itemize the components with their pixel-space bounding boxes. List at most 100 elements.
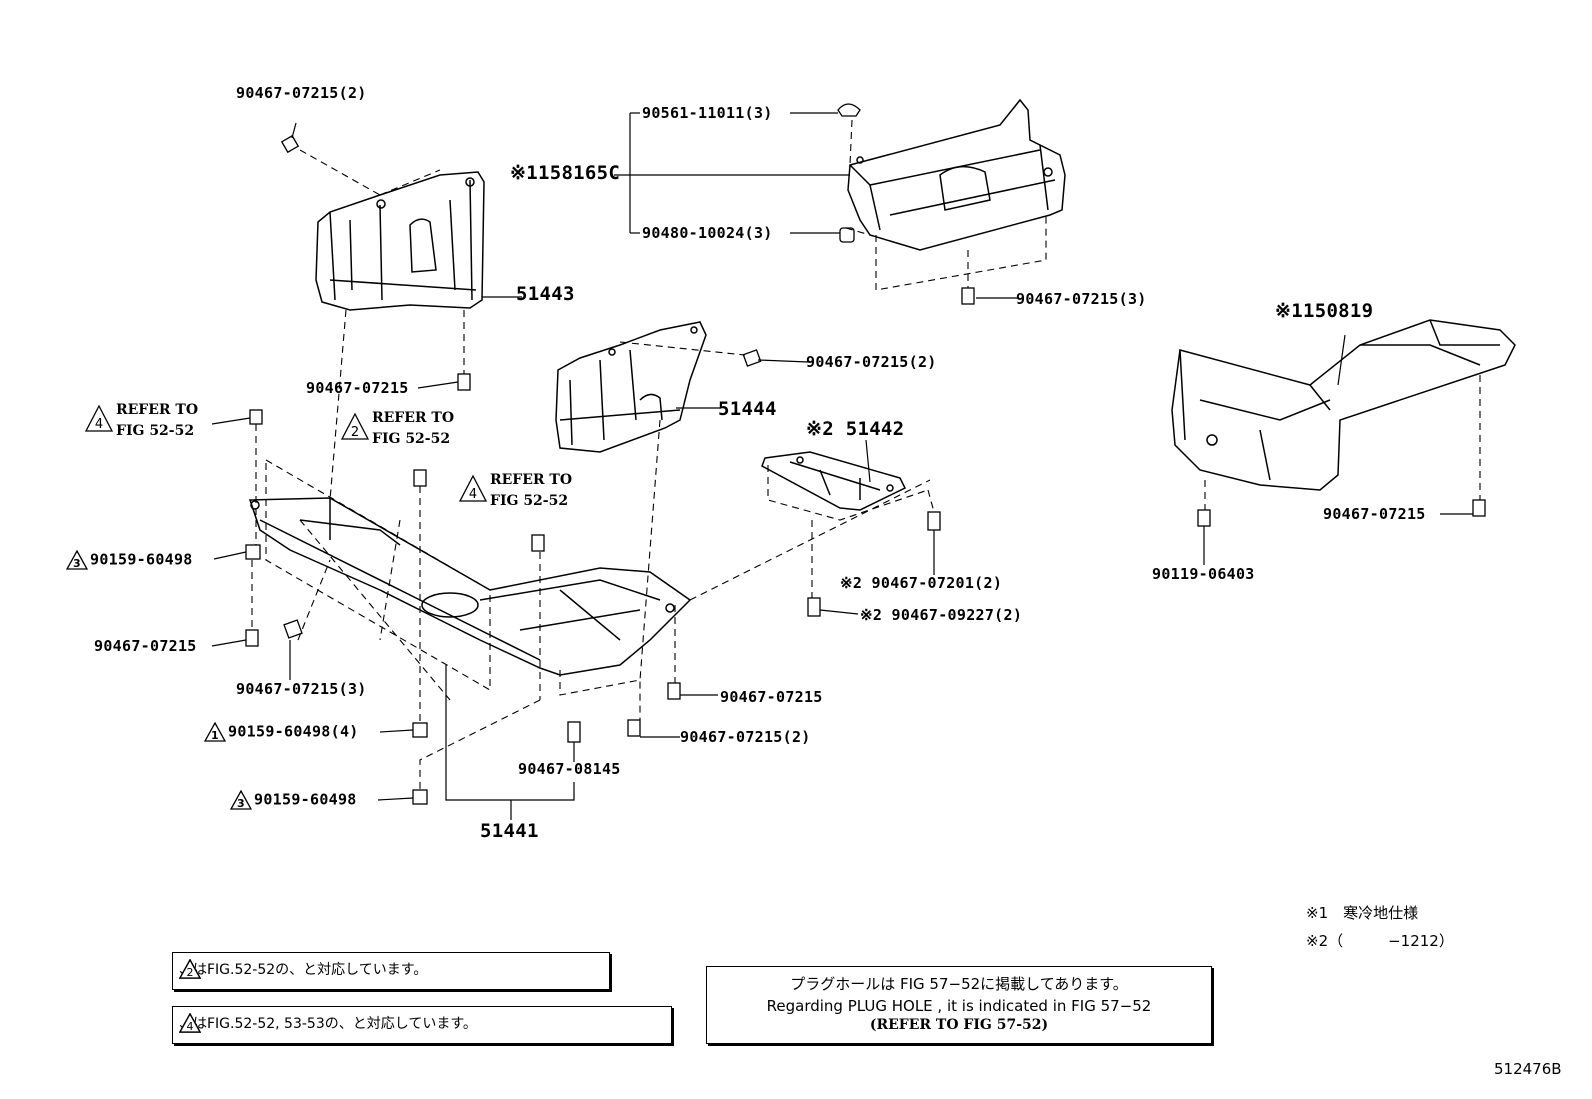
date-mark: ※2 — [806, 418, 834, 440]
nut-icon — [412, 722, 428, 738]
nut-icon — [412, 789, 428, 805]
part-51442: ※2 51442 — [806, 418, 905, 440]
part-90159-60498-b: 3 90159-60498 — [230, 790, 357, 810]
note-text: と対応しています。 — [352, 1016, 477, 1032]
clip-icon — [742, 349, 762, 367]
svg-text:4: 4 — [469, 487, 477, 502]
svg-text:3: 3 — [73, 557, 81, 570]
part-51443: 51443 — [516, 283, 575, 305]
refer-fig[interactable]: FIG 52-52 — [490, 493, 569, 509]
svg-text:1: 1 — [211, 729, 219, 742]
shield-51443 — [315, 171, 485, 311]
part-90467-07215-3-right: 90467-07215(3) — [1016, 290, 1147, 308]
part-90467-07215-2-low: 90467-07215(2) — [680, 728, 811, 746]
plug-note-jp: プラグホールは FIG 57−52に掲載してあります。 — [790, 975, 1128, 993]
separator: 、 — [289, 962, 304, 978]
refer-label: REFER TO — [116, 402, 199, 418]
refer-fig[interactable]: FIG 52-52 — [372, 431, 451, 447]
part-90561-11011-3: 90561-11011(3) — [642, 104, 773, 122]
ref-triangle-icon: 4 — [458, 474, 488, 502]
note-box-plug-hole: プラグホールは FIG 57−52に掲載してあります。 Regarding PL… — [706, 966, 1212, 1044]
clip-icon — [667, 682, 681, 700]
part-90467-07215-2-top: 90467-07215(2) — [236, 84, 367, 102]
plug-icon — [837, 103, 861, 117]
legend-cold-climate: ※1 寒冷地仕様 — [1306, 904, 1419, 922]
part-number: 90159-60498 — [90, 550, 193, 569]
ref-triangle-icon: 2 — [340, 412, 370, 440]
part-number: 90159-60498 — [254, 790, 357, 809]
clip-icon — [283, 619, 303, 639]
bolt-icon — [807, 597, 821, 617]
part-90119-06403: 90119-06403 — [1152, 565, 1255, 583]
ref-triangle-icon: 3 — [66, 550, 88, 570]
ref-triangle-icon: 2 — [179, 959, 201, 979]
part-90467-07215-mid: 90467-07215 — [306, 379, 409, 397]
part-90467-08145: 90467-08145 — [518, 760, 621, 778]
svg-text:4: 4 — [95, 417, 103, 432]
nut-icon — [245, 544, 261, 560]
part-51444: 51444 — [718, 398, 777, 420]
ref-triangle-icon: 4 — [84, 404, 114, 432]
bolt-icon — [1197, 509, 1211, 527]
clip-icon — [531, 534, 545, 552]
cold-climate-mark: ※1 — [510, 162, 538, 184]
clip-icon — [280, 134, 300, 154]
shield-51444 — [555, 321, 707, 453]
refer-fig[interactable]: FIG 52-52 — [116, 423, 195, 439]
svg-text:2: 2 — [351, 425, 359, 440]
part-51441: 51441 — [480, 820, 539, 842]
clip-icon — [927, 511, 941, 531]
part-90480-10024-3: 90480-10024(3) — [642, 224, 773, 242]
svg-text:4: 4 — [187, 1020, 194, 1033]
clip-icon — [567, 721, 581, 743]
refer-label: REFER TO — [372, 410, 455, 426]
plate-51442 — [761, 451, 907, 511]
cover-158165c — [847, 98, 1066, 251]
undercover-51441 — [248, 497, 692, 676]
clip-icon — [457, 373, 471, 391]
part-90467-07215-low: 90467-07215 — [720, 688, 823, 706]
legend-date-range: ※2（ −1212） — [1306, 932, 1454, 950]
clip-icon — [245, 629, 259, 647]
part-90467-09227-2: ※2 90467-09227(2) — [860, 606, 1022, 624]
part-90159-60498-a: 3 90159-60498 — [66, 550, 193, 570]
date-mark: ※2 — [860, 606, 883, 624]
part-150819: ※1150819 — [1275, 300, 1374, 322]
cover-150819 — [1171, 319, 1516, 491]
part-90467-07201-2: ※2 90467-07201(2) — [840, 574, 1002, 592]
separator: 、 — [338, 1016, 353, 1032]
part-number: 90467-07201(2) — [871, 574, 1003, 592]
refer-label: REFER TO — [490, 472, 573, 488]
ref-triangle-icon: 3 — [230, 790, 252, 810]
ref-triangle-icon: 1 — [204, 722, 226, 742]
plug-note-en: Regarding PLUG HOLE , it is indicated in… — [766, 997, 1152, 1015]
part-90467-07215-left: 90467-07215 — [94, 637, 197, 655]
part-90467-07215-far: 90467-07215 — [1323, 505, 1426, 523]
part-90467-07215-3-left: 90467-07215(3) — [236, 680, 367, 698]
part-number: 51442 — [845, 418, 905, 440]
clip-icon — [413, 469, 427, 487]
plug-note-ref[interactable]: (REFER TO FIG 57-52) — [869, 1017, 1049, 1033]
figure-id: 512476B — [1494, 1060, 1562, 1078]
part-number: 158165C — [537, 162, 621, 184]
clip-icon — [627, 719, 641, 737]
cold-climate-mark: ※1 — [1275, 300, 1303, 322]
note-text: はFIG.52-52, 53-53の — [193, 1016, 339, 1032]
part-90159-60498-4: 1 90159-60498(4) — [204, 722, 359, 742]
svg-text:3: 3 — [237, 797, 245, 810]
part-158165c: ※1158165C — [510, 162, 621, 184]
clip-icon — [961, 287, 975, 305]
clip-icon — [249, 409, 263, 425]
note-text: と対応しています。 — [303, 962, 428, 978]
part-number: 90159-60498(4) — [228, 722, 359, 741]
part-90467-07215-2-mid: 90467-07215(2) — [806, 353, 937, 371]
clip-icon — [1472, 499, 1486, 517]
ref-triangle-icon: 4 — [179, 1013, 201, 1033]
note-text: はFIG.52-52の — [193, 962, 290, 978]
date-mark: ※2 — [840, 574, 863, 592]
part-number: 150819 — [1302, 300, 1374, 322]
svg-text:2: 2 — [187, 966, 194, 979]
